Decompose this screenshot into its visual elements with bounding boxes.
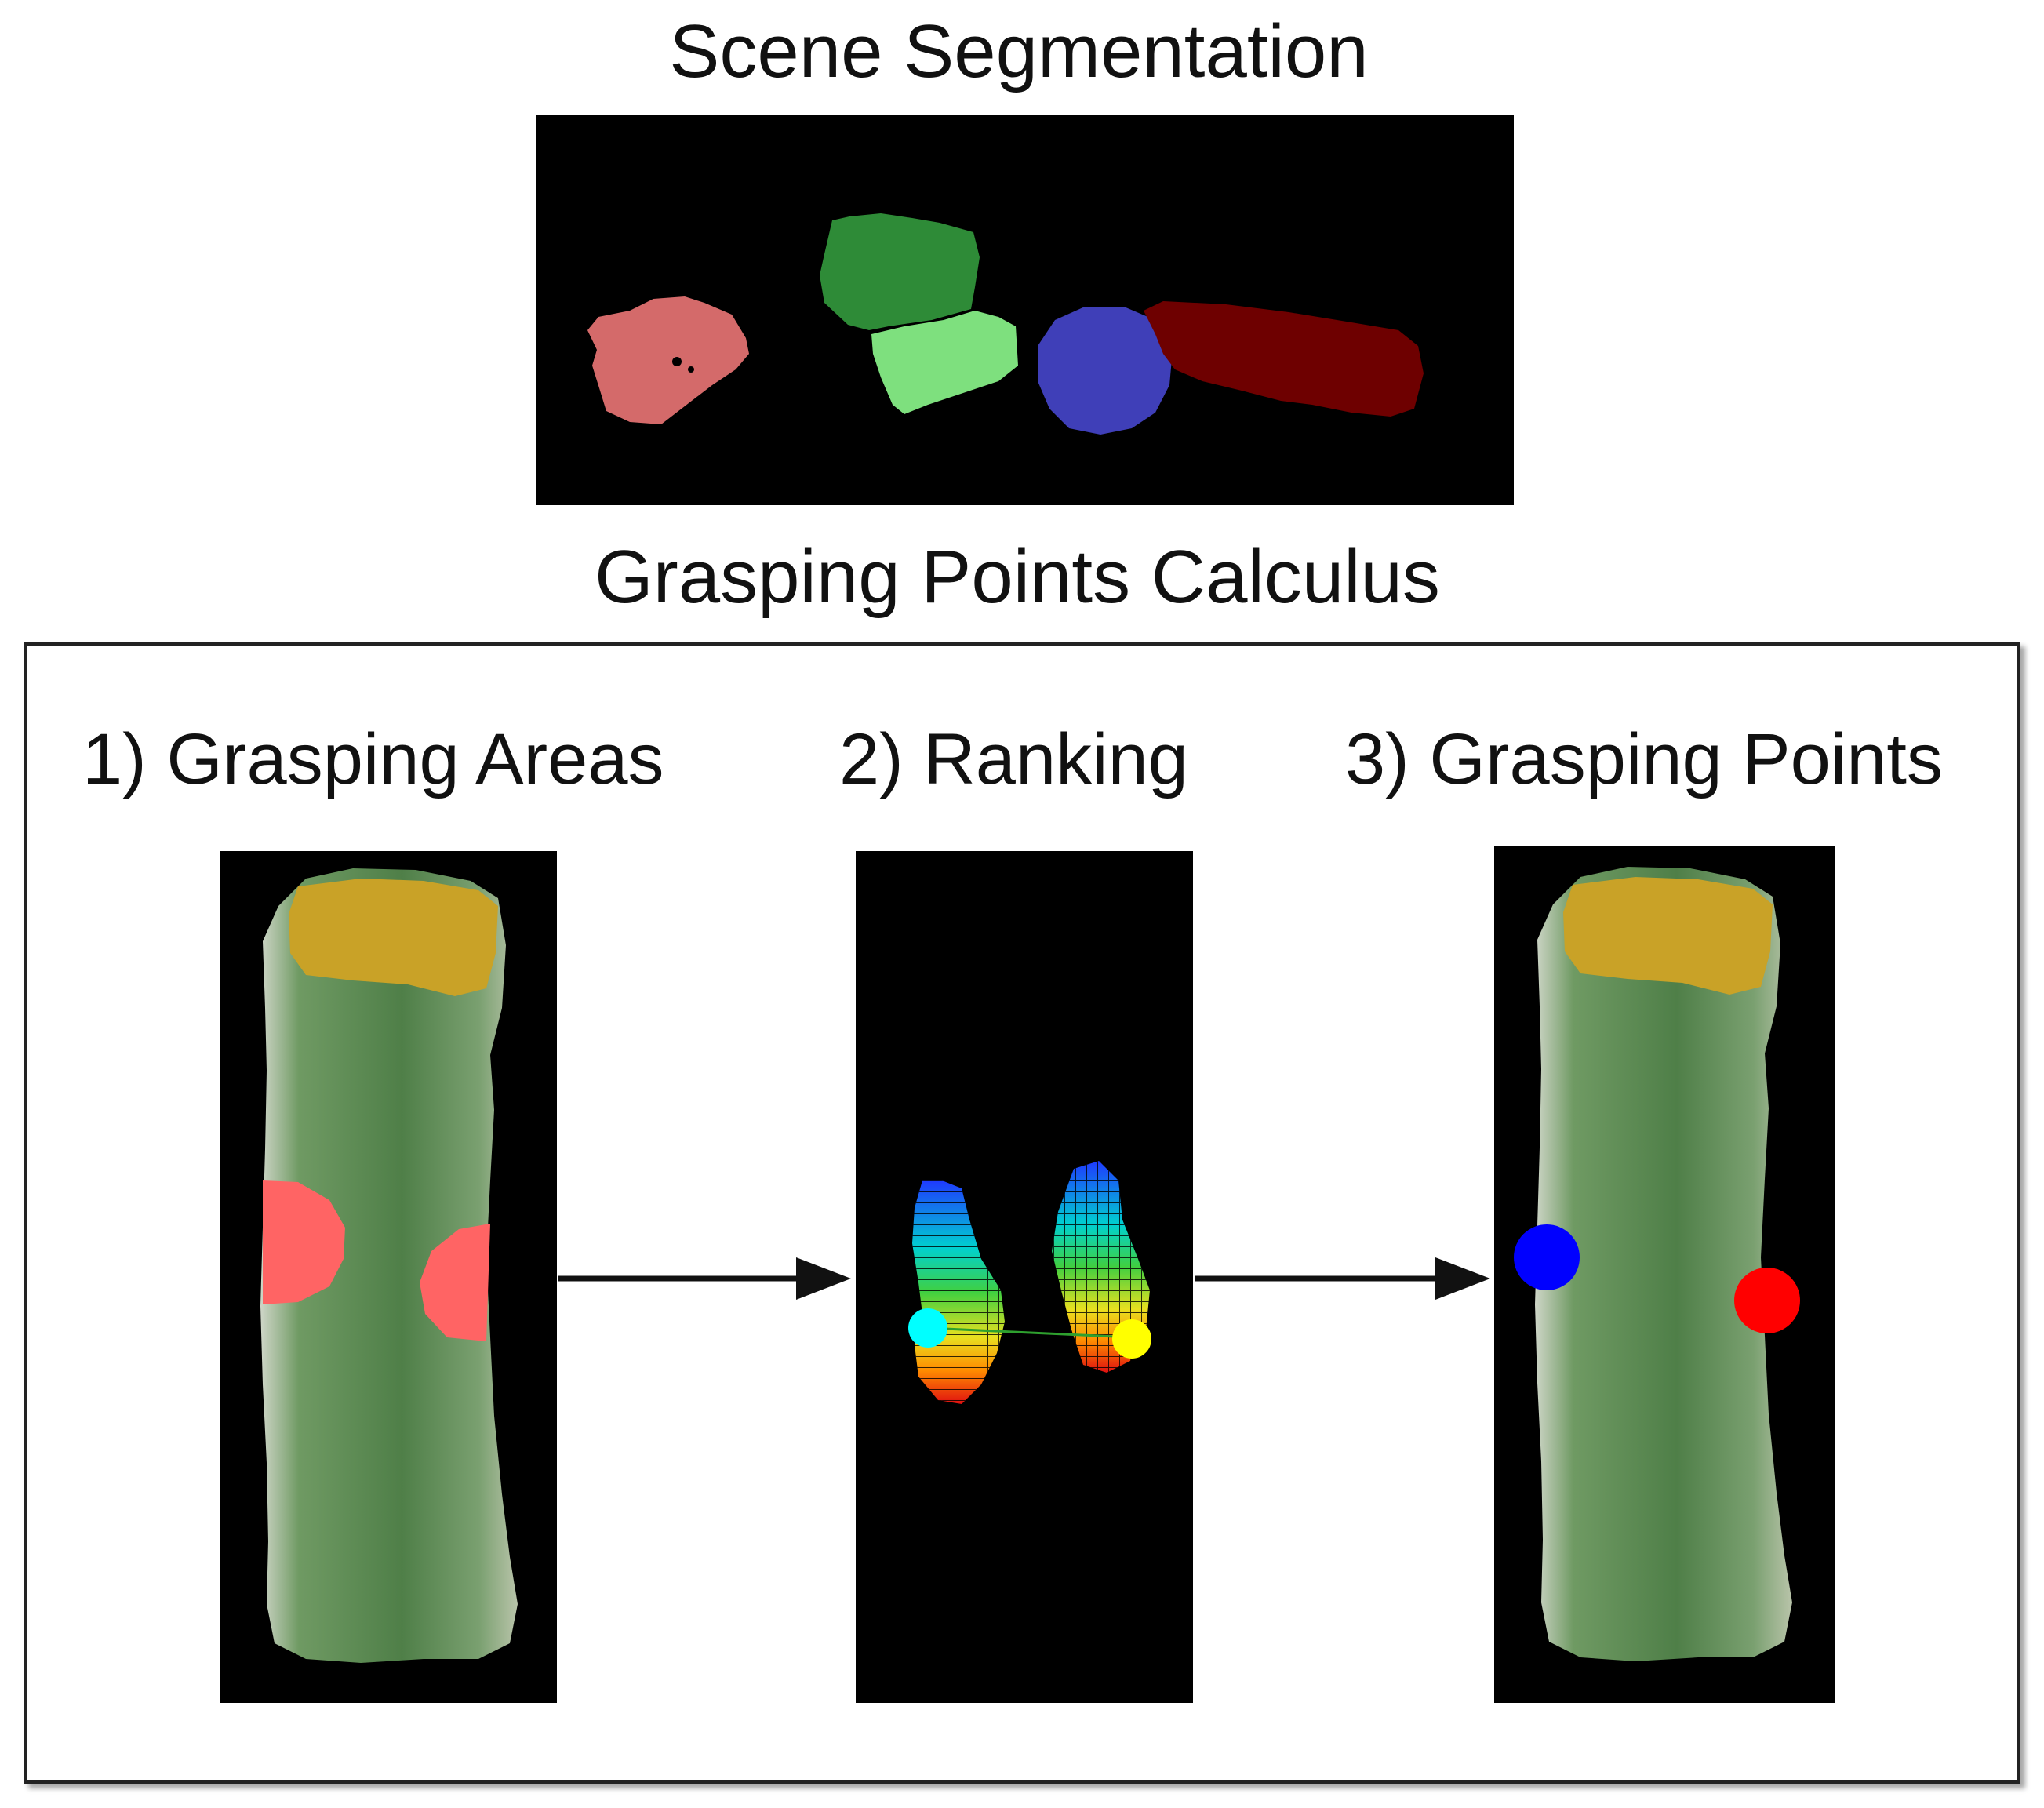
segment-pink-object bbox=[587, 296, 749, 424]
scene-segmentation-svg bbox=[587, 213, 1424, 435]
step-ranking-title: 2) Ranking bbox=[839, 719, 1188, 799]
ranking-connection-line bbox=[927, 1326, 1133, 1339]
grasp-point-blue bbox=[1514, 1224, 1580, 1290]
scene-segmentation-title: Scene Segmentation bbox=[669, 9, 1369, 93]
grasping-points-svg bbox=[1514, 867, 1800, 1661]
scene-segmentation-image bbox=[536, 115, 1514, 505]
object-body bbox=[1535, 867, 1792, 1661]
segment-dark-red-object bbox=[1144, 301, 1424, 417]
grasp-area-right bbox=[420, 1224, 490, 1341]
segment-light-green-object bbox=[871, 311, 1018, 414]
object-body bbox=[260, 868, 518, 1663]
step-grasping-areas-title: 1) Grasping Areas bbox=[82, 719, 664, 799]
object-cap bbox=[1563, 877, 1773, 995]
grasping-points-image bbox=[1494, 846, 1835, 1703]
grasp-area-left bbox=[263, 1180, 345, 1304]
segment-hole bbox=[672, 357, 682, 366]
ranking-image bbox=[856, 851, 1193, 1703]
step-grasping-points-title: 3) Grasping Points bbox=[1345, 719, 1943, 799]
segment-hole bbox=[688, 366, 694, 373]
ranking-svg bbox=[908, 1161, 1151, 1404]
object-cap bbox=[289, 879, 498, 996]
grasp-point-red bbox=[1734, 1268, 1800, 1333]
grasping-points-calculus-title: Grasping Points Calculus bbox=[595, 535, 1440, 619]
ranking-point-cyan bbox=[908, 1308, 947, 1348]
ranking-point-yellow bbox=[1112, 1319, 1151, 1359]
segment-dark-green-object bbox=[820, 213, 980, 330]
segment-blue-object bbox=[1038, 307, 1173, 435]
grasping-areas-svg bbox=[260, 868, 518, 1663]
grasping-areas-image bbox=[220, 851, 557, 1703]
